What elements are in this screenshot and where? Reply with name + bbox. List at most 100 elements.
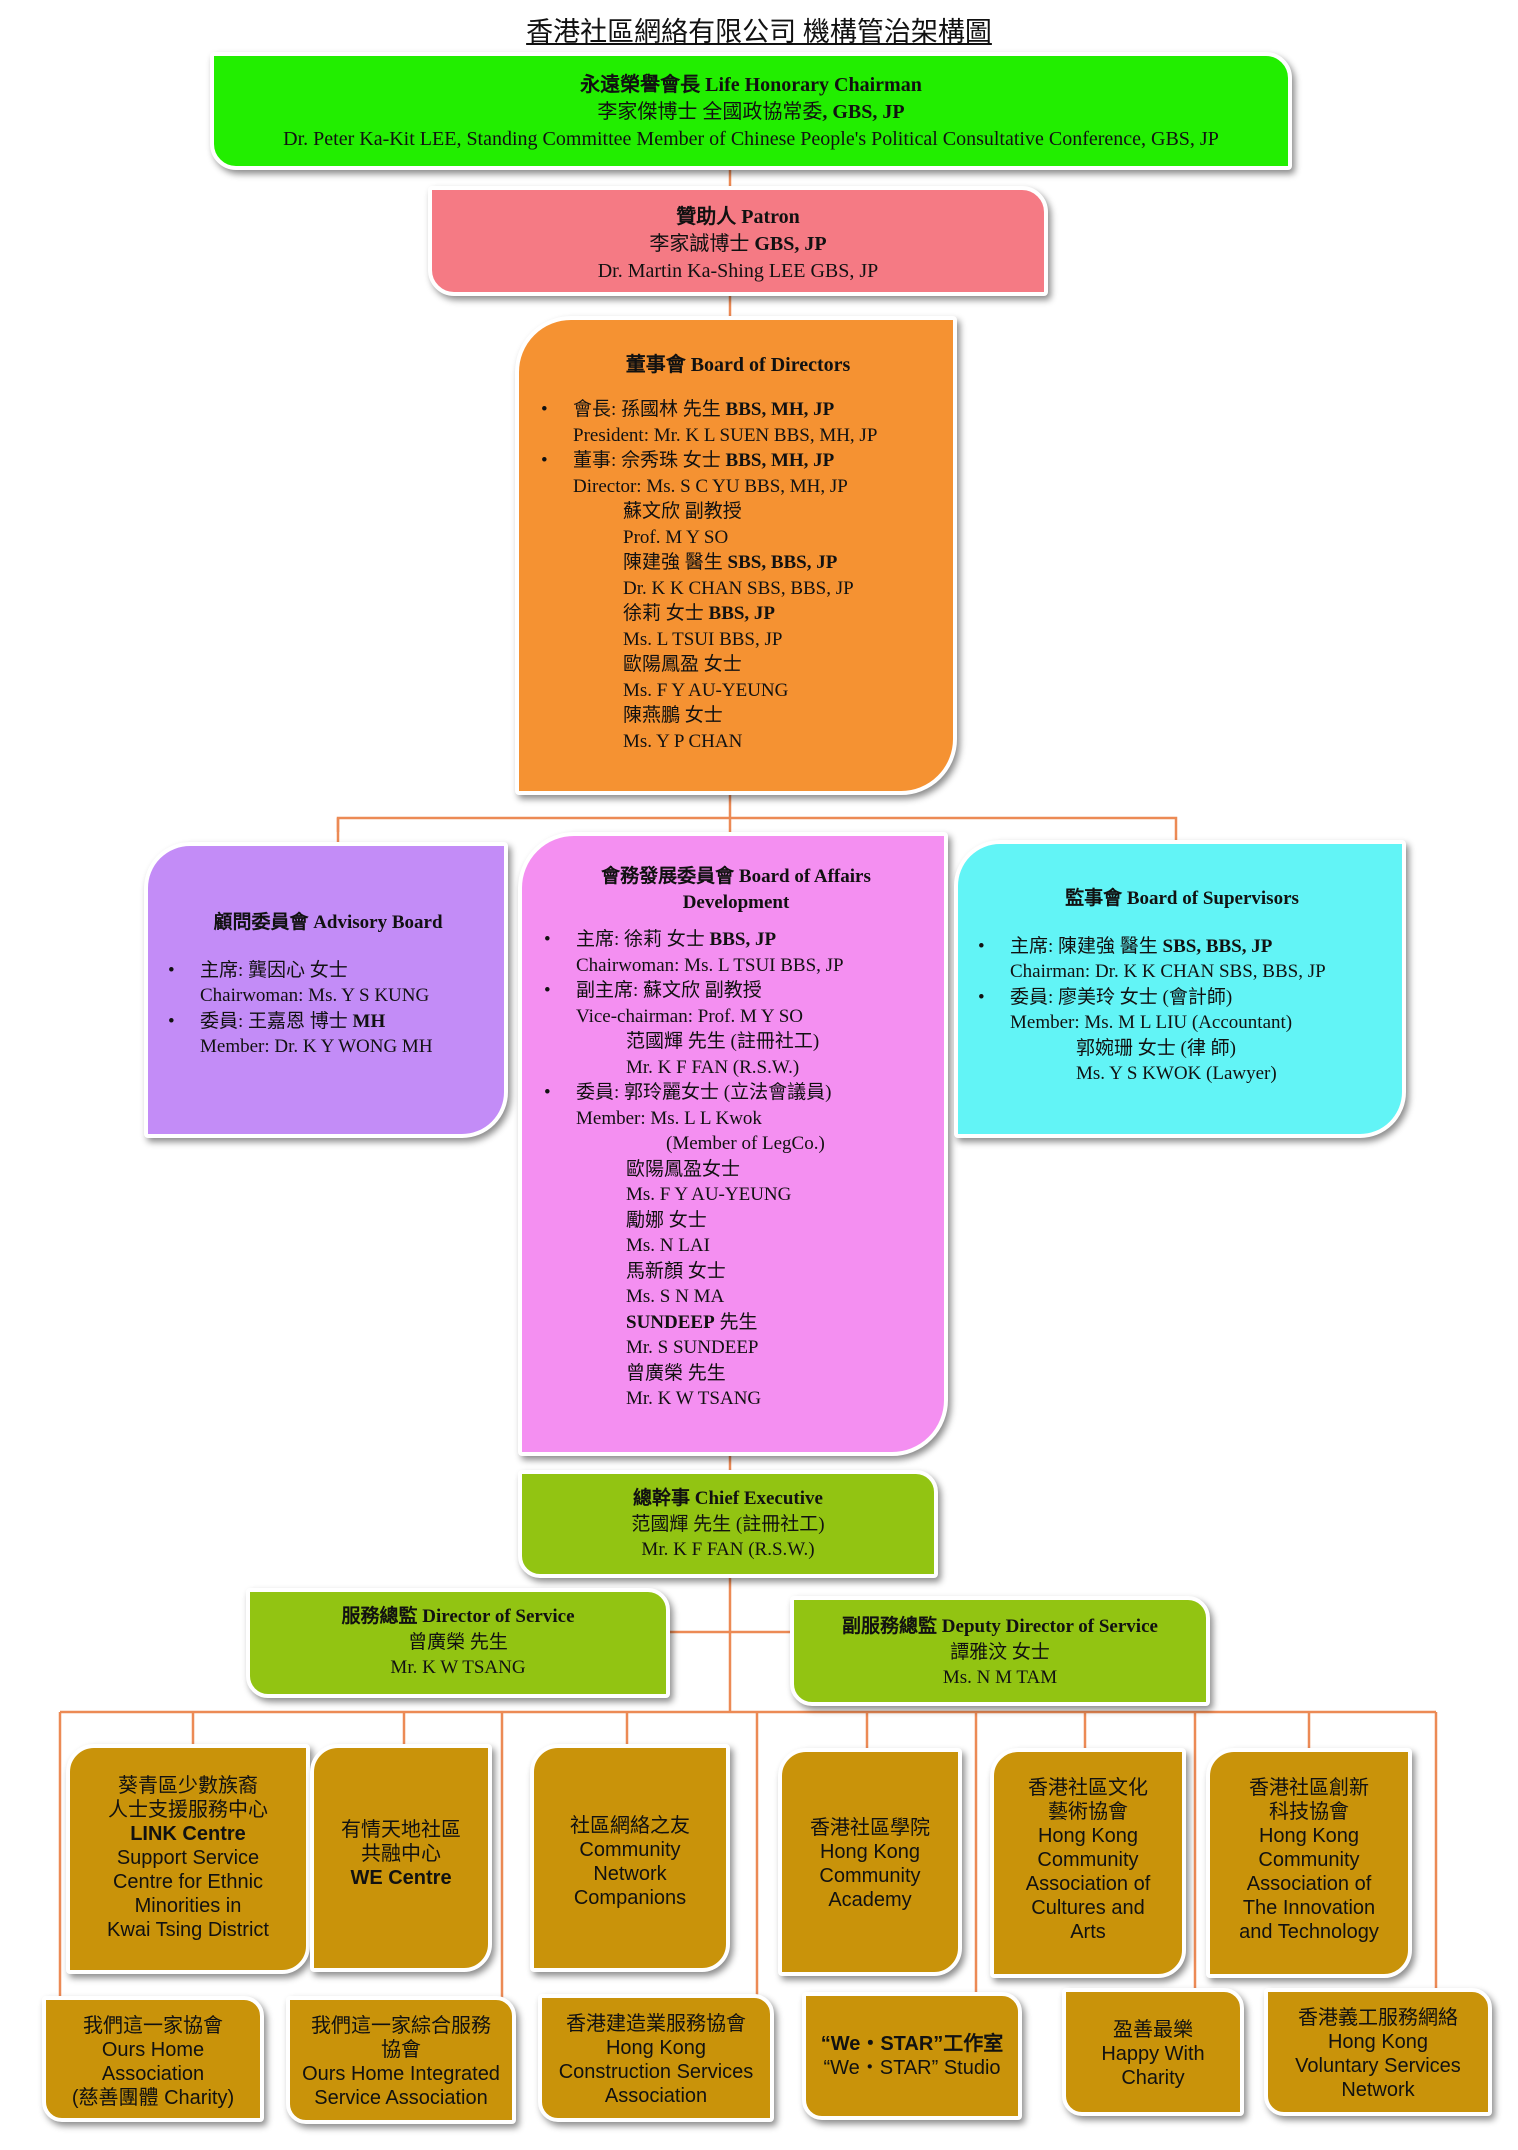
deputy-service-name-zh: 譚雅汶 女士 xyxy=(950,1641,1050,1663)
affairs-vice2-zh: 范國輝 先生 (註冊社工) xyxy=(626,1031,820,1052)
unit-line: 協會 xyxy=(381,2039,421,2061)
director-service-name-zh: 曾廣榮 先生 xyxy=(408,1631,508,1653)
unit-line: Hong Kong xyxy=(1327,2031,1429,2053)
board-heading: 董事會 Board of Directors xyxy=(625,354,851,376)
board-member-en: Ms. L TSUI BBS, JP xyxy=(623,628,783,650)
honorary-heading: 永遠榮譽會長 Life Honorary Chairman xyxy=(580,74,922,96)
unit-name-en: Hong Kong xyxy=(1037,1825,1139,1847)
ceo-name-en: Mr. K F FAN (R.S.W.) xyxy=(641,1539,815,1560)
deputy-director-of-service-box: 副服務總監 Deputy Director of Service 譚雅汶 女士 … xyxy=(790,1596,1210,1706)
patron-box: 贊助人 Patron 李家誠博士 GBS, JP Dr. Martin Ka-S… xyxy=(428,186,1048,296)
board-president-en: President: Mr. K L SUEN BBS, MH, JP xyxy=(573,424,878,446)
unit-name-zh: 藝術協會 xyxy=(1048,1801,1128,1823)
unit-hk-voluntary-services-network: 香港義工服務網絡 Hong Kong Voluntary Services Ne… xyxy=(1264,1988,1492,2116)
honorary-chairman-box: 永遠榮譽會長 Life Honorary Chairman 李家傑博士 全國政協… xyxy=(210,52,1292,170)
unit-name-en: Centre for Ethnic xyxy=(112,1871,264,1893)
affairs-chair-zh: 主席: 徐莉 女士 BBS, JP xyxy=(536,927,936,953)
advisory-board-box: 顧問委員會 Advisory Board 主席: 龔因心 女士 Chairwom… xyxy=(144,842,508,1138)
unit-line: Voluntary Services xyxy=(1295,2055,1461,2077)
patron-heading: 贊助人 Patron xyxy=(676,206,800,228)
advisory-chair-en: Chairwoman: Ms. Y S KUNG xyxy=(200,985,430,1006)
unit-line: “We・STAR”工作室 xyxy=(820,2033,1004,2055)
affairs-vice2-en: Mr. K F FAN (R.S.W.) xyxy=(626,1056,800,1078)
unit-name-en-bold: WE Centre xyxy=(350,1867,452,1889)
board-member-zh: 陳建強 醫生 SBS, BBS, JP xyxy=(623,552,838,573)
supervisors-member2-en: Ms. Y S KWOK (Lawyer) xyxy=(1076,1063,1277,1084)
unit-line: Ours Home Integrated xyxy=(302,2063,500,2085)
unit-name-en: Minorities in xyxy=(134,1895,242,1917)
affairs-member-en: Ms. F Y AU-YEUNG xyxy=(626,1184,792,1205)
supervisors-heading: 監事會 Board of Supervisors xyxy=(1065,888,1299,909)
unit-line: 我們這一家協會 xyxy=(83,2015,223,2037)
board-member-en: Ms. Y P CHAN xyxy=(623,730,743,752)
director-service-heading: 服務總監 Director of Service xyxy=(341,1606,575,1627)
unit-name-en: and Technology xyxy=(1239,1921,1379,1943)
unit-name-en: Kwai Tsing District xyxy=(107,1919,269,1941)
unit-line: (慈善團體 Charity) xyxy=(71,2087,235,2109)
unit-we-centre: 有情天地社區 共融中心 WE Centre xyxy=(310,1744,492,1972)
honorary-name-en: Dr. Peter Ka-Kit LEE, Standing Committee… xyxy=(283,128,1219,150)
supervisors-chair-en: Chairman: Dr. K K CHAN SBS, BBS, JP xyxy=(1010,961,1326,982)
unit-name-zh: 社區網絡之友 xyxy=(570,1815,690,1837)
affairs-member-en-note: (Member of LegCo.) xyxy=(666,1133,825,1154)
board-member-zh: 陳燕鵬 女士 xyxy=(623,705,723,726)
affairs-member-zh: 勵娜 女士 xyxy=(626,1209,707,1231)
unit-we-star-studio: “We・STAR”工作室 “We・STAR” Studio xyxy=(802,1992,1022,2120)
unit-hk-construction-services: 香港建造業服務協會 Hong Kong Construction Service… xyxy=(538,1994,774,2122)
board-member-en: Dr. K K CHAN SBS, BBS, JP xyxy=(623,577,854,599)
unit-name-en-bold: LINK Centre xyxy=(130,1823,246,1845)
advisory-member-en: Member: Dr. K Y WONG MH xyxy=(200,1036,433,1057)
unit-hk-community-innovation-technology: 香港社區創新 科技協會 Hong Kong Community Associat… xyxy=(1206,1748,1412,1978)
director-service-name-en: Mr. K W TSANG xyxy=(390,1657,526,1678)
unit-name-en: Community xyxy=(579,1839,681,1861)
unit-name-en: Community xyxy=(1037,1849,1139,1871)
patron-name-en: Dr. Martin Ka-Shing LEE GBS, JP xyxy=(597,260,879,282)
unit-name-en: Hong Kong xyxy=(819,1841,921,1863)
unit-name-en: Hong Kong xyxy=(1258,1825,1360,1847)
unit-line: 香港建造業服務協會 xyxy=(566,2013,746,2035)
unit-community-network-companions: 社區網絡之友 Community Network Companions xyxy=(530,1744,730,1972)
supervisors-member-zh: 委員: 廖美玲 女士 (會計師) xyxy=(970,985,1394,1011)
unit-name-en: Arts xyxy=(1070,1921,1106,1943)
unit-name-zh: 香港社區創新 xyxy=(1249,1777,1369,1799)
board-member-en: Ms. F Y AU-YEUNG xyxy=(623,679,789,701)
unit-line: 香港義工服務網絡 xyxy=(1298,2007,1458,2029)
unit-line: 我們這一家綜合服務 xyxy=(311,2015,491,2037)
board-director-zh: 董事: 佘秀珠 女士 BBS, MH, JP xyxy=(533,448,943,474)
deputy-service-name-en: Ms. N M TAM xyxy=(942,1667,1058,1688)
unit-name-en: Support Service xyxy=(116,1847,260,1869)
unit-name-zh: 香港社區文化 xyxy=(1028,1777,1148,1799)
unit-link-centre: 葵青區少數族裔 人士支援服務中心 LINK Centre Support Ser… xyxy=(66,1744,310,1974)
unit-happy-with-charity: 盈善最樂 Happy With Charity xyxy=(1062,1988,1244,2116)
board-of-affairs-box: 會務發展委員會 Board of Affairs Development 主席:… xyxy=(518,832,948,1456)
unit-hk-community-academy: 香港社區學院 Hong Kong Community Academy xyxy=(778,1748,962,1976)
unit-line: Network xyxy=(1341,2079,1415,2101)
unit-name-en: Network xyxy=(593,1863,667,1885)
affairs-member-zh: 曾廣榮 先生 xyxy=(626,1362,726,1384)
unit-line: Hong Kong xyxy=(605,2037,707,2059)
board-director-en: Director: Ms. S C YU BBS, MH, JP xyxy=(573,475,848,497)
unit-name-zh: 香港社區學院 xyxy=(810,1817,930,1839)
unit-name-en: Association of xyxy=(1025,1873,1151,1895)
ceo-heading: 總幹事 Chief Executive xyxy=(633,1488,823,1509)
board-member-en: Prof. M Y SO xyxy=(623,526,729,548)
affairs-chair-en: Chairwoman: Ms. L TSUI BBS, JP xyxy=(576,954,844,976)
affairs-member-zh: 馬新顏 女士 xyxy=(626,1260,726,1282)
unit-name-en: The Innovation xyxy=(1242,1897,1376,1919)
advisory-member-zh: 委員: 王嘉恩 博士 MH xyxy=(160,1009,496,1035)
unit-name-en: Community xyxy=(1258,1849,1360,1871)
board-of-directors-box: 董事會 Board of Directors 會長: 孫國林 先生 BBS, M… xyxy=(515,316,957,795)
unit-name-zh: 人士支援服務中心 xyxy=(108,1799,268,1821)
unit-line: Association xyxy=(101,2063,205,2085)
ceo-name-zh: 范國輝 先生 (註冊社工) xyxy=(631,1513,825,1535)
unit-ours-home-association: 我們這一家協會 Ours Home Association (慈善團體 Char… xyxy=(42,1996,264,2122)
affairs-member-zh: SUNDEEP 先生 xyxy=(626,1311,758,1333)
unit-name-zh: 有情天地社區 xyxy=(341,1819,461,1841)
unit-line: Happy With xyxy=(1101,2043,1205,2065)
affairs-member-en: Mr. S SUNDEEP xyxy=(626,1337,759,1358)
supervisors-member-en: Member: Ms. M L LIU (Accountant) xyxy=(1010,1012,1293,1033)
honorary-name-zh: 李家傑博士 全國政協常委, GBS, JP xyxy=(597,101,905,123)
unit-name-en: Companions xyxy=(573,1887,687,1909)
unit-line: “We・STAR” Studio xyxy=(823,2057,1001,2079)
